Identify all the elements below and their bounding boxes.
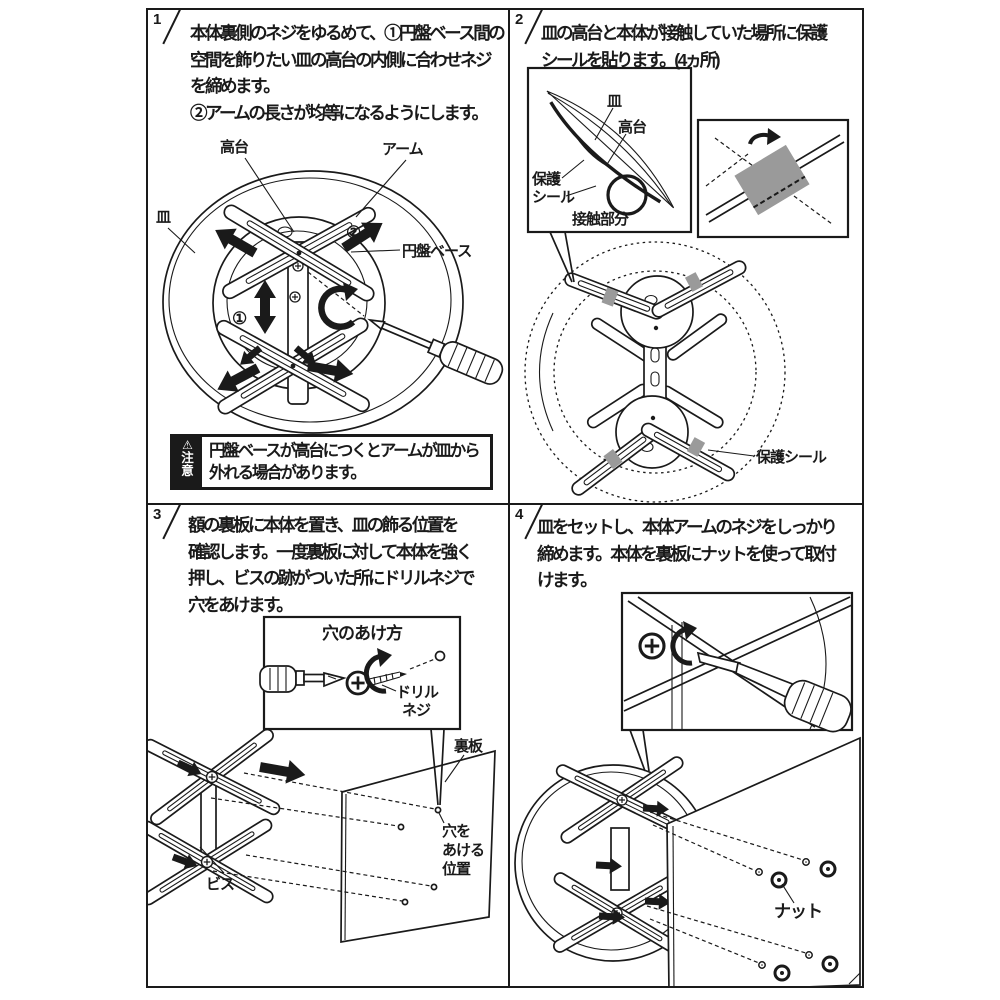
label-hogo-line2: シール xyxy=(532,189,575,206)
panel-step-2: 2 皿の高台と本体が接触していた場所に保護 シールを貼ります。(4ヵ所) xyxy=(510,10,862,505)
step1-line3: を締めます。 xyxy=(190,76,281,96)
caution-box: ⚠ 注意 円盤ベースが高台につくとアームが皿から 外れる場合があります。 xyxy=(170,434,493,490)
screwdriver-icon xyxy=(259,665,347,693)
label-nut: ナット xyxy=(774,902,822,921)
step3-instructions: 額の裏板に本体を置き、皿の飾る位置を 確認します。一度裏板に対して本体を強く 押… xyxy=(188,512,476,618)
rotate-arrow-icon xyxy=(318,282,358,331)
step1-diagram: 高台 アーム 皿 ② 円盤ベース ① xyxy=(156,138,504,434)
step3-line4: 穴をあけます。 xyxy=(188,594,294,615)
inset-plate-side-view: 皿 高台 保護 シール 接触部分 xyxy=(526,66,693,283)
caution-line1: 円盤ベースが高台につくとアームが皿から xyxy=(209,442,481,460)
caution-tag: ⚠ 注意 xyxy=(173,437,202,487)
label-ana-line1: 穴を xyxy=(442,822,470,840)
step2-line2: シールを貼ります。(4ヵ所) xyxy=(541,49,721,70)
step3-line3: 押し、ビスの跡がついた所にドリルネジで xyxy=(188,568,476,588)
step-number: 3 xyxy=(153,506,162,523)
label-ana-line2: あける xyxy=(442,842,484,859)
step2-diagram: 保護シール 皿 高台 保護 シール 接触部 xyxy=(524,66,850,503)
inset-title: 穴のあけ方 xyxy=(322,623,403,643)
step1-line4: ②アームの長さが均等になるようにします。 xyxy=(190,102,489,123)
step-number: 1 xyxy=(153,11,162,28)
label-step2-mark: ② xyxy=(346,223,361,242)
plate-drawing xyxy=(162,170,464,434)
label-step1-mark: ① xyxy=(232,309,247,328)
drill-positions xyxy=(210,772,442,906)
step3-line2: 確認します。一度裏板に対して本体を強く xyxy=(188,541,473,562)
label-arm: アーム xyxy=(382,141,424,158)
step1-line1: 本体裏側のネジをゆるめて、①円盤ベース間の xyxy=(190,23,506,43)
inset-tighten-screw xyxy=(620,591,854,772)
step4-diagram: ナット xyxy=(514,591,861,986)
nut-assembly: ナット xyxy=(646,811,839,982)
diagram-labels: 高台 アーム 皿 ② 円盤ベース ① xyxy=(156,138,472,328)
diagram-labels: 裏板 穴を あける 位置 ビス xyxy=(199,737,485,893)
label-enban-base: 円盤ベース xyxy=(402,242,471,260)
step4-line1: 皿をセットし、本体アームのネジをしっかり xyxy=(537,517,838,537)
label-sara: 皿 xyxy=(156,209,171,226)
label-uraita: 裏板 xyxy=(453,737,484,755)
panel-step-4: 4 皿をセットし、本体アームのネジをしっかり 締めます。本体を裏板にナットを使っ… xyxy=(510,505,862,986)
body-side xyxy=(148,728,308,906)
body-mechanism xyxy=(216,204,376,415)
label-sara: 皿 xyxy=(607,93,622,110)
step4-line2: 締めます。本体を裏板にナットを使って取付 xyxy=(537,543,837,564)
step4-instructions: 皿をセットし、本体アームのネジをしっかり 締めます。本体を裏板にナットを使って取… xyxy=(537,514,838,594)
step-number: 4 xyxy=(515,506,524,523)
step3-diagram: 穴のあけ方 xyxy=(148,615,496,944)
caution-text: 円盤ベースが高台につくとアームが皿から 外れる場合があります。 xyxy=(202,437,490,487)
step2-line1: 皿の高台と本体が接触していた場所に保護 xyxy=(541,23,828,43)
back-board xyxy=(666,736,861,986)
step2-instructions: 皿の高台と本体が接触していた場所に保護 シールを貼ります。(4ヵ所) xyxy=(541,20,828,73)
caution-line2: 外れる場合があります。 xyxy=(209,464,367,482)
step1-line2: 空間を飾りたい皿の高台の内側に合わせネジ xyxy=(190,49,493,70)
caution-tag-text: 注意 xyxy=(181,451,194,478)
inset-drill-how-to: 穴のあけ方 xyxy=(259,615,462,806)
body-rear-view: 保護シール xyxy=(524,241,828,503)
step1-instructions: 本体裏側のネジをゆるめて、①円盤ベース間の 空間を飾りたい皿の高台の内側に合わせ… xyxy=(190,20,506,126)
label-drill-line1: ドリル xyxy=(396,684,439,701)
screwdriver-icon xyxy=(367,318,504,385)
step-number: 2 xyxy=(515,11,524,28)
label-kodai: 高台 xyxy=(618,118,647,136)
warning-icon: ⚠ xyxy=(182,438,193,452)
label-hogo-seal: 保護シール xyxy=(755,448,827,466)
label-kodai: 高台 xyxy=(220,138,249,156)
label-ana-line3: 位置 xyxy=(442,860,471,878)
panel-step-3: 3 額の裏板に本体を置き、皿の飾る位置を 確認します。一度裏板に対して本体を強く… xyxy=(148,505,510,986)
label-bisu: ビス xyxy=(206,876,234,893)
label-hogo-line1: 保護 xyxy=(531,170,562,188)
plate-with-body xyxy=(514,756,712,962)
label-drill-line2: ネジ xyxy=(402,702,431,719)
instruction-sheet: 1 本体裏側のネジをゆるめて、①円盤ベース間の 空間を飾りたい皿の高台の内側に合… xyxy=(146,8,864,988)
panel-step-1: 1 本体裏側のネジをゆるめて、①円盤ベース間の 空間を飾りたい皿の高台の内側に合… xyxy=(148,10,510,505)
step3-line1: 額の裏板に本体を置き、皿の飾る位置を xyxy=(188,515,459,535)
drill-screw-icon xyxy=(345,648,407,696)
step4-line3: けます。 xyxy=(537,570,598,590)
inset-seal-wrap xyxy=(696,118,850,239)
protective-seals xyxy=(601,272,706,469)
screwdriver-icon xyxy=(696,651,852,733)
label-sesshoku: 接触部分 xyxy=(572,210,629,228)
